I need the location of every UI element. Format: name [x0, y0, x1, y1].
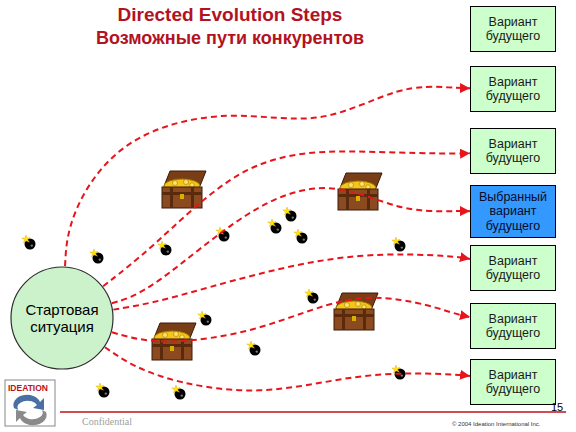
treasure-chest [334, 293, 378, 330]
dashed-arrow [65, 87, 470, 266]
treasure-chest [162, 171, 206, 208]
treasure-chest [152, 323, 196, 360]
logo-frame [5, 380, 55, 426]
footer-rule [60, 411, 566, 413]
future-box: Вариант будущего [470, 6, 556, 52]
dashed-arrow [103, 151, 470, 286]
logo-text: IDEATION [8, 383, 48, 393]
bomb-icon [305, 289, 319, 304]
node-text: Стартовая ситуация [16, 301, 108, 336]
bomb-icon [158, 241, 172, 256]
bomb-icon [172, 385, 186, 400]
bomb-icon [294, 229, 308, 244]
node-text: Вариант будущего [471, 254, 555, 283]
start-circle: Стартовая ситуация [10, 266, 114, 370]
bomb-icon [268, 219, 282, 234]
node-text: Вариант будущего [471, 312, 555, 341]
bomb-icon [392, 237, 406, 252]
copyright-note: © 2004 Ideation International Inc. [452, 421, 540, 427]
dashed-arrow [113, 254, 470, 309]
future-box: Вариант будущего [470, 303, 556, 349]
future-box: Вариант будущего [470, 359, 556, 405]
node-text: Вариант будущего [471, 368, 555, 397]
chosen-future-box: Выбранный вариант будущего [470, 185, 556, 238]
dashed-arrow [112, 298, 470, 342]
dashed-arrow [112, 188, 470, 303]
node-text: Вариант будущего [471, 137, 555, 166]
node-text: Выбранный вариант будущего [471, 190, 555, 233]
bomb-icon [198, 311, 212, 326]
treasure-chests [152, 171, 382, 360]
confidential-note: Confidential [82, 416, 132, 427]
bomb-icon [283, 207, 297, 222]
treasure-chest [338, 173, 382, 210]
logo-swirl [16, 410, 47, 425]
bomb-icon [96, 383, 110, 398]
company-logo [5, 380, 55, 426]
bomb-icon [216, 227, 230, 242]
node-text: Вариант будущего [471, 15, 555, 44]
bomb-icon [22, 235, 36, 250]
bomb-icon [247, 341, 261, 356]
future-box: Вариант будущего [470, 66, 556, 112]
bomb-icon [392, 365, 406, 380]
node-text: Вариант будущего [471, 75, 555, 104]
future-box: Вариант будущего [470, 128, 556, 174]
slide-title: Directed Evolution Steps [0, 4, 460, 26]
circle-shape [11, 267, 113, 369]
logo-swirl [13, 395, 44, 410]
future-box: Вариант будущего [470, 245, 556, 291]
bomb-icon [90, 249, 104, 264]
subtitle: Возможные пути конкурентов [0, 28, 460, 49]
dashed-arrow [105, 347, 470, 390]
